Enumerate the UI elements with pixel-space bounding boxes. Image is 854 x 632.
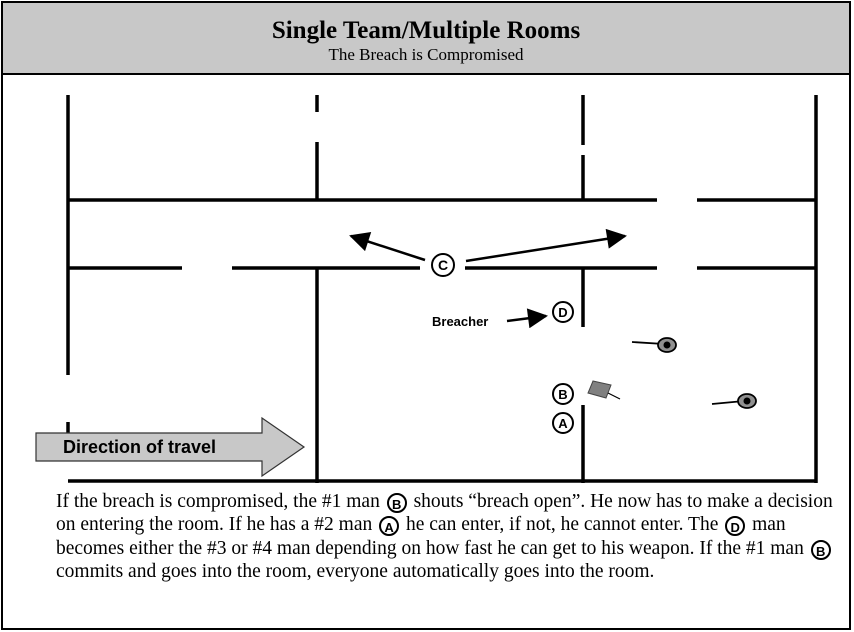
marker-b-circle [552, 383, 574, 405]
marker-a-label: A [558, 416, 568, 431]
caption-part-4: man becomes either the #3 or #4 man depe… [56, 514, 809, 559]
caption-part-3: he can enter, if not, he cannot enter. T… [401, 514, 724, 536]
direction-label: Direction of travel [63, 437, 216, 457]
figure-subtitle: The Breach is Compromised [328, 45, 524, 64]
arrow-left [349, 232, 426, 262]
figure-title: Single Team/Multiple Rooms [271, 17, 581, 44]
walls [66, 95, 818, 483]
caption-marker-b: B [386, 493, 407, 513]
marker-d-label: D [558, 305, 567, 320]
marker-b-label: B [558, 387, 567, 402]
caption-part-5: commits and goes into the room, everyone… [56, 560, 655, 582]
marker-c: C [431, 253, 455, 277]
caption-marker-a: A [379, 516, 400, 537]
marker-d: D [552, 301, 574, 323]
marker-b: B [552, 383, 574, 405]
marker-a: A [552, 412, 574, 434]
marker-c-label: C [438, 257, 448, 273]
caption-marker-b-2: B [810, 539, 831, 560]
marker-a-circle [552, 412, 574, 434]
breacher-label: Breacher [432, 314, 488, 329]
breacher-arrow [506, 308, 548, 329]
caption-marker-d: D [725, 516, 746, 537]
marker-d-circle [552, 301, 574, 323]
occupant-2-icon [711, 393, 757, 409]
caption-text: If the breach is compromised, the #1 man… [56, 490, 846, 583]
direction-arrow: Direction of travel [35, 416, 306, 478]
header-banner: Single Team/Multiple Rooms The Breach is… [3, 3, 849, 75]
caption-part-1: If the breach is compromised, the #1 man [56, 491, 385, 512]
caption-part-2: shouts “breach open”. He now has to make… [56, 491, 833, 536]
occupant-1-icon [631, 337, 677, 353]
door-icon [587, 380, 621, 400]
movement-arrows [349, 228, 627, 329]
marker-c-circle [431, 253, 455, 277]
arrow-right [465, 228, 627, 263]
